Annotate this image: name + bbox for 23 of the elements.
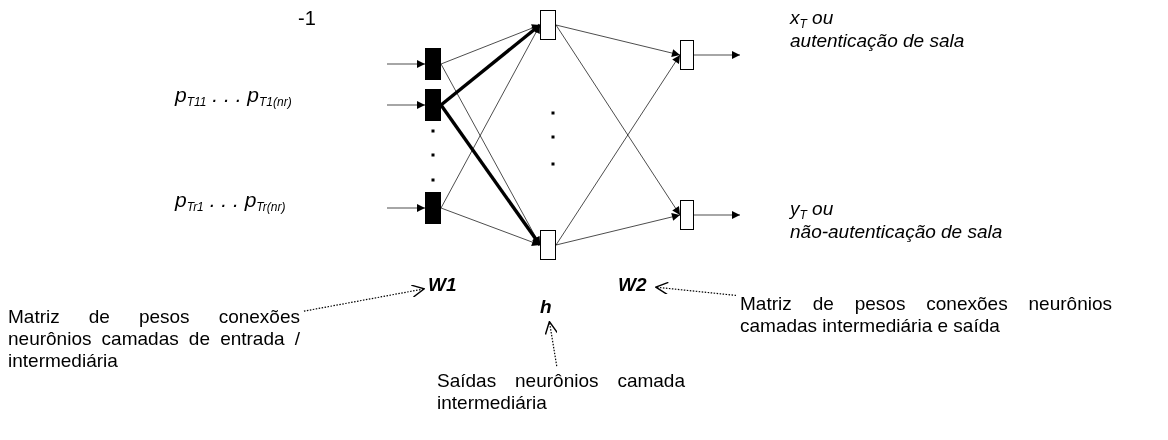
- input-neuron-box: [425, 89, 441, 121]
- weight-label: W1: [428, 274, 462, 296]
- leader-arrow: [655, 281, 737, 297]
- neuron-box: [680, 200, 694, 230]
- leader-arrow: [544, 320, 558, 367]
- neuron-box: [540, 230, 556, 260]
- neuron-box: [680, 40, 694, 70]
- input-neuron-box: [425, 48, 441, 80]
- arrow: [439, 23, 542, 107]
- weight-label: W2: [618, 274, 652, 296]
- weight-label: h: [540, 296, 554, 318]
- arrow: [439, 104, 542, 246]
- annotation-text: Matriz de pesos conexões neurônios camadas de entrada / intermediária: [8, 306, 300, 372]
- bias-label: -1: [298, 8, 316, 28]
- output-symbol: x$_{T}$ ou: [790, 8, 834, 28]
- neuron-box: [540, 10, 556, 40]
- annotation-text: Matriz de pesos conexões neurônios camadas intermediária e saída: [740, 293, 1112, 337]
- leader-arrow: [303, 284, 425, 312]
- output-symbol: y$_{T}$ ou: [790, 199, 834, 219]
- input-neuron-box: [425, 192, 441, 224]
- output-label: não-autenticação de sala: [790, 222, 1003, 242]
- output-label: autenticação de sala: [790, 31, 965, 51]
- annotation-text: Saídas neurônios camada intermediária: [437, 370, 685, 414]
